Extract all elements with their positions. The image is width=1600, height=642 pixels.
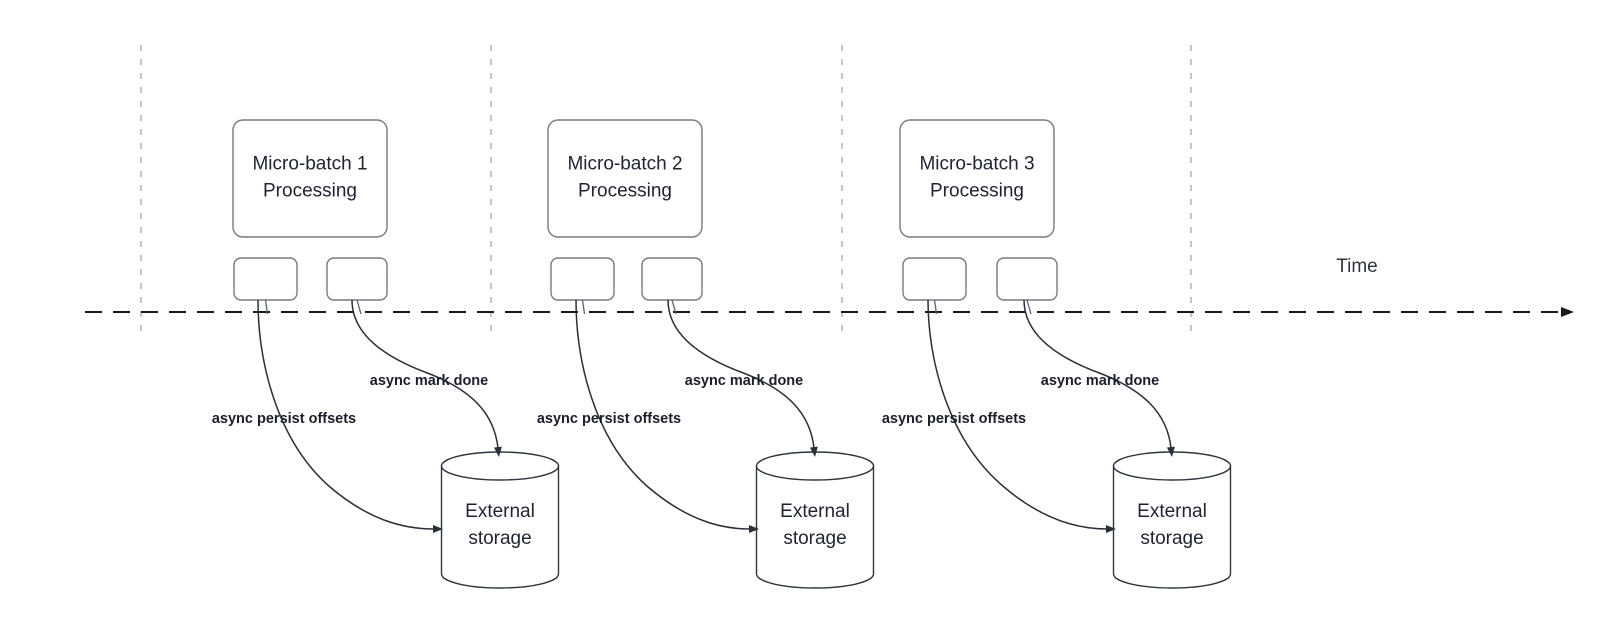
external-storage-cylinder-body[interactable] <box>1112 465 1232 589</box>
task-box-left[interactable] <box>233 257 298 301</box>
async-mark-done-edge-label: async mark done <box>370 373 488 389</box>
async-persist-offsets-edge <box>575 299 759 533</box>
micro-batch-box-label-line2: Processing <box>578 181 672 202</box>
external-storage-cylinder-body[interactable] <box>440 465 560 589</box>
task-box-left[interactable] <box>550 257 615 301</box>
external-storage-label-line1: External <box>780 501 850 522</box>
micro-batch-box-label-line2: Processing <box>263 181 357 202</box>
async-persist-offsets-edge-label: async persist offsets <box>882 411 1026 427</box>
async-mark-done-edge <box>351 299 502 457</box>
async-mark-done-edge-label: async mark done <box>685 373 803 389</box>
micro-batch-box[interactable] <box>547 119 703 238</box>
external-storage-cylinder-top <box>440 451 560 481</box>
external-storage-cylinder-top <box>755 451 875 481</box>
task-box-right[interactable] <box>641 257 703 301</box>
async-mark-done-edge-label: async mark done <box>1041 373 1159 389</box>
task-box-right-connector <box>356 299 362 315</box>
external-storage-cylinder-body[interactable] <box>755 465 875 589</box>
async-mark-done-edge <box>1023 299 1175 457</box>
task-box-right-connector <box>671 299 677 315</box>
micro-batch-box-label-line1: Micro-batch 2 <box>567 154 682 175</box>
external-storage-label-line2: storage <box>1140 528 1203 549</box>
task-box-right-connector <box>1026 299 1032 315</box>
external-storage-label-line1: External <box>465 501 535 522</box>
time-axis-label: Time <box>1336 256 1378 277</box>
external-storage-label-line2: storage <box>468 528 531 549</box>
micro-batch-box-label-line2: Processing <box>930 181 1024 202</box>
task-box-left-connector <box>264 299 269 315</box>
external-storage-cylinder-top <box>1112 451 1232 481</box>
task-box-left[interactable] <box>902 257 967 301</box>
async-persist-offsets-edge-label: async persist offsets <box>212 411 356 427</box>
task-box-left-connector <box>933 299 938 315</box>
task-box-right[interactable] <box>326 257 388 301</box>
micro-batch-box-label-line1: Micro-batch 3 <box>919 154 1034 175</box>
task-box-left-connector <box>581 299 586 315</box>
async-mark-done-edge <box>667 299 818 457</box>
micro-batch-box-label-line1: Micro-batch 1 <box>252 154 367 175</box>
async-persist-offsets-edge <box>257 299 443 533</box>
micro-batch-box[interactable] <box>899 119 1055 238</box>
external-storage-label-line1: External <box>1137 501 1207 522</box>
external-storage-label-line2: storage <box>783 528 846 549</box>
async-persist-offsets-edge-label: async persist offsets <box>537 411 681 427</box>
task-box-right[interactable] <box>996 257 1058 301</box>
async-persist-offsets-edge <box>927 299 1116 533</box>
micro-batch-box[interactable] <box>232 119 388 238</box>
